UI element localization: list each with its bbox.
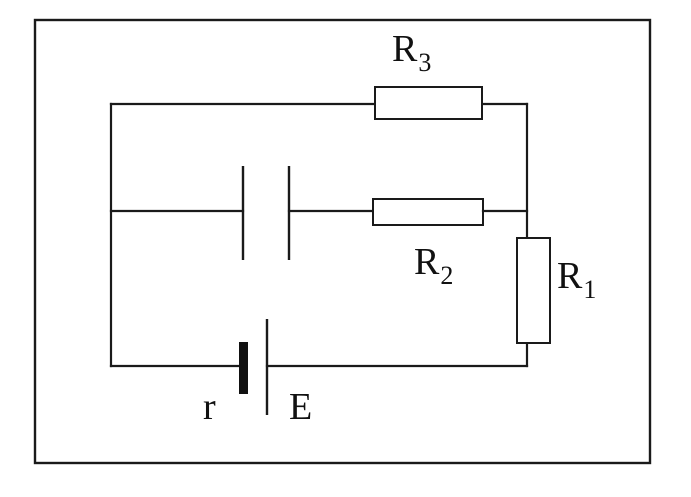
- resistor-r3: [374, 86, 483, 120]
- resistor-r2: [372, 198, 484, 226]
- label-internal-resistance: r: [203, 386, 216, 428]
- resistor-r1: [516, 237, 551, 344]
- label-r1: R1: [557, 255, 597, 304]
- label-emf: E: [289, 386, 313, 428]
- label-r3: R3: [392, 28, 432, 77]
- battery-negative-plate: [239, 342, 248, 394]
- label-r2: R2: [414, 241, 454, 290]
- diagram-frame: [33, 18, 652, 465]
